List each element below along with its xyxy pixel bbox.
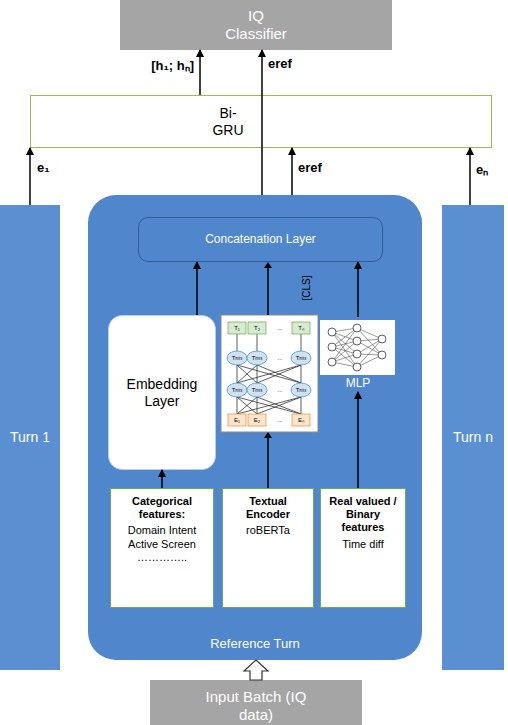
node-title: Turn 1 <box>10 429 50 446</box>
neuron <box>353 350 361 358</box>
cls-arrow <box>267 267 269 315</box>
mlp-picture <box>320 320 395 375</box>
transformer-label: ... <box>265 415 295 425</box>
gru-box: Bi- GRU <box>30 95 492 148</box>
stroke <box>237 397 301 414</box>
stroke <box>332 341 357 362</box>
node-title: Embedding Layer <box>117 376 207 410</box>
transformer-label: ... <box>265 353 295 363</box>
arrow-head <box>264 432 272 438</box>
embedding-box: Embedding Layer <box>108 315 216 470</box>
edge-label: e₁ <box>37 160 50 175</box>
neuron <box>353 324 361 332</box>
transformer-label: Tₙ <box>286 323 316 333</box>
node-title: Textual Encoder <box>233 495 303 521</box>
node-title: Reference Turn <box>210 636 300 652</box>
arrow-head <box>264 262 272 268</box>
stroke <box>257 397 258 414</box>
edge-label: eₙ <box>476 160 488 178</box>
edge-label: [h₁; hₙ] <box>120 56 194 74</box>
stroke <box>237 365 238 383</box>
transformer-label: Trm <box>222 385 252 395</box>
input-box: Input Batch (IQ data) <box>150 680 362 725</box>
neuron <box>378 351 386 359</box>
stroke <box>237 365 301 383</box>
turn-band: Turn 1 <box>0 205 60 670</box>
block-arrow <box>244 660 268 680</box>
neuron <box>328 358 336 366</box>
transformer-frame <box>221 315 318 432</box>
arrow-connector <box>161 470 163 488</box>
node-title: Bi- GRU <box>209 105 247 139</box>
node-title: IQ Classifier <box>216 7 296 43</box>
arrow-connector <box>357 392 359 488</box>
node-title: Input Batch (IQ data) <box>191 688 321 724</box>
node-title: MLP <box>346 376 371 390</box>
arrow-connector <box>469 148 471 205</box>
neuron <box>353 363 361 371</box>
transformer-label: Eₙ <box>286 415 316 425</box>
transformer-label: T₁ <box>222 323 252 333</box>
transformer-label: T₂ <box>242 323 272 333</box>
stroke <box>301 334 302 351</box>
node-body: roBERTa <box>246 524 290 537</box>
concat-box: Concatenation Layer <box>138 217 383 262</box>
node-title: Concatenation Layer <box>205 232 316 246</box>
feature-box: Categorical features: Domain Intent Activ… <box>110 488 214 608</box>
stroke <box>237 397 301 414</box>
edge-label: eref <box>298 160 322 175</box>
transformer-label: ... <box>265 385 295 395</box>
feature-box: Real valued / Binary featuresTime diff <box>320 488 406 608</box>
stroke <box>257 334 258 351</box>
arrow-connector <box>261 50 263 195</box>
feature-box: Textual Encoder roBERTa <box>222 488 314 608</box>
stroke <box>257 365 258 383</box>
edge-label: eref <box>268 56 292 71</box>
transformer-label: Trm <box>242 353 272 363</box>
node-title: Categorical features: <box>115 495 209 521</box>
cls-label: [CLS] <box>301 263 313 313</box>
transformer-label: Trm <box>242 385 272 395</box>
arrow-connector <box>196 262 198 315</box>
stroke <box>257 397 301 414</box>
network-strokes <box>227 322 386 426</box>
arrow-connector <box>199 50 201 95</box>
node-title: Real valued / Binary features <box>325 495 401 535</box>
stroke <box>237 397 238 414</box>
arrow-connector <box>29 148 31 205</box>
transformer-label: ... <box>265 323 295 333</box>
neuron <box>328 328 336 336</box>
transformer-label: E₂ <box>242 415 272 425</box>
stroke <box>257 365 301 383</box>
node-title: Turn n <box>453 429 493 446</box>
stroke <box>257 365 301 383</box>
arrow-connector <box>291 148 293 195</box>
transformer-label: Trm <box>222 353 252 363</box>
node-body: Domain Intent Active Screen ………….. <box>123 524 201 564</box>
stroke <box>301 365 302 383</box>
neuron <box>328 343 336 351</box>
turn-band: Turn n <box>442 205 504 670</box>
stroke <box>257 397 301 414</box>
stroke <box>301 397 302 414</box>
stroke <box>237 365 301 383</box>
node-body: Time diff <box>342 538 384 551</box>
transformer-label: Trm <box>286 353 316 363</box>
encoder-arrow <box>267 437 269 488</box>
transformer-label: Trm <box>286 385 316 395</box>
stroke <box>237 334 238 351</box>
transformer-label: E₁ <box>222 415 252 425</box>
classifier-box: IQ Classifier <box>120 0 392 50</box>
neuron <box>378 335 386 343</box>
arrow-connector <box>357 262 359 317</box>
neuron <box>353 337 361 345</box>
